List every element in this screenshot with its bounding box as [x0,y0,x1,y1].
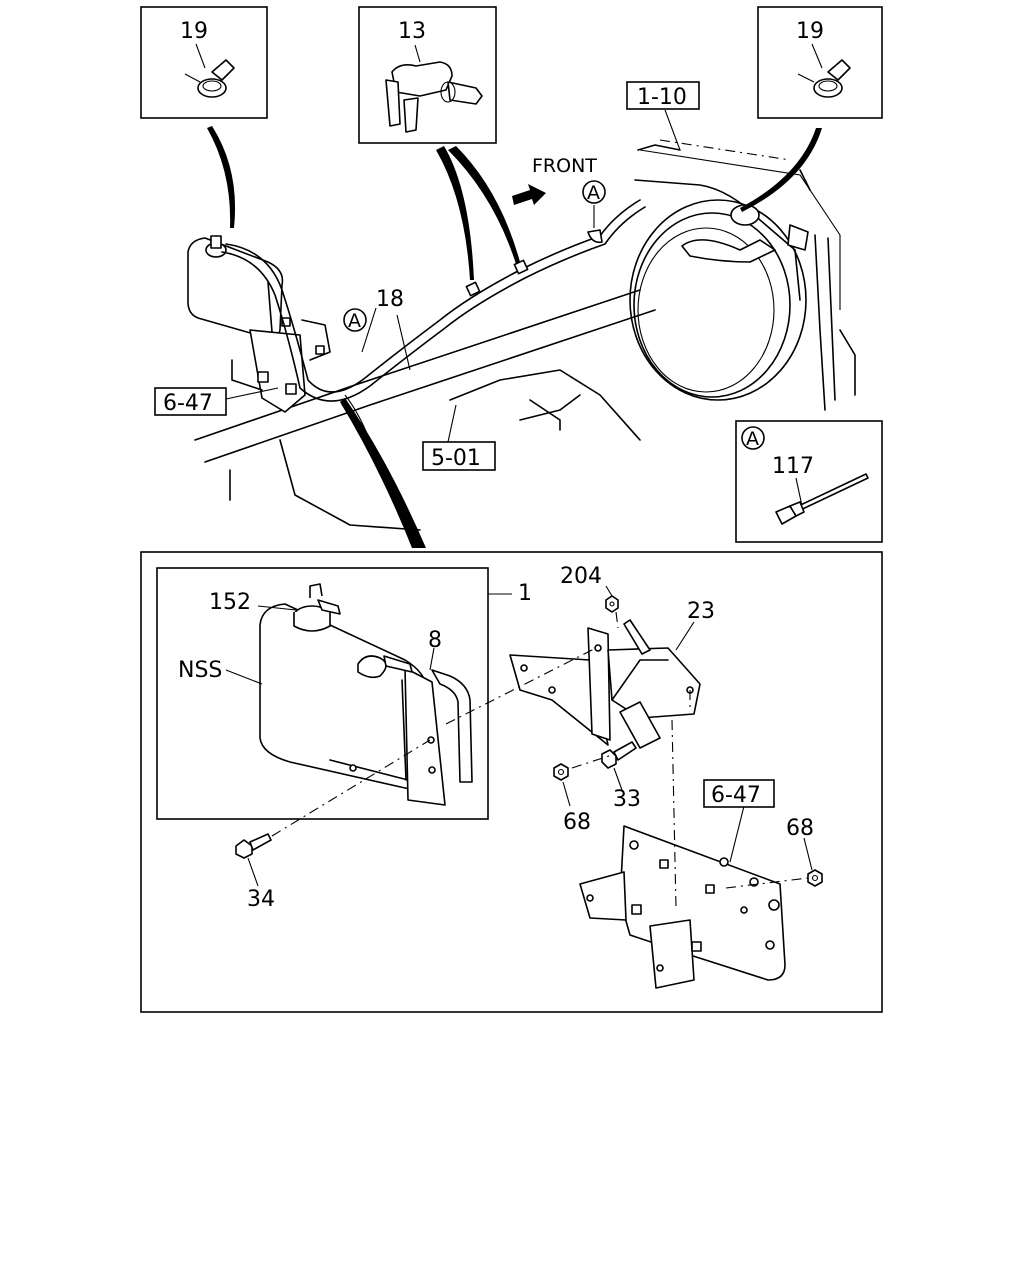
callout-152: 152 [209,590,251,615]
circle-a-left [343,308,367,332]
callout-nss: NSS [178,658,222,683]
circle-a-left-label: A [348,310,361,332]
callout-34: 34 [247,887,275,912]
radiator-shroud [629,139,841,411]
callout-19-right: 19 [796,19,824,44]
callout-8: 8 [428,628,442,653]
ref-6-47-top: 6-47 [163,391,213,416]
callout-204: 204 [560,564,602,589]
inset-clamp-right: 19 [757,6,883,119]
callout-1: 1 [518,581,532,606]
callout-117: 117 [772,454,814,479]
callout-68-left: 68 [563,810,591,835]
detail-leaders [225,585,813,887]
callout-68-right: 68 [786,816,814,841]
ref-box-6-47-bottom [703,779,775,808]
overflow-hose [221,199,646,402]
hose-clamp-icon [184,43,235,98]
bolt-33 [601,741,637,769]
tank-detail [259,583,473,806]
callout-33: 33 [613,787,641,812]
hose-clamp-icon [797,43,851,98]
reservoir-tank-overview [187,235,284,340]
inset-cable-tie: A 117 [735,420,883,543]
inset-clip: 13 [358,6,497,144]
ref-box-6-47-top [154,387,227,416]
callout-18: 18 [376,287,404,312]
hose-clip-icon [385,44,483,133]
nut-204 [605,595,619,613]
ref-6-47-bottom: 6-47 [711,783,761,808]
circle-a-top [582,180,606,204]
nut-68-left [553,763,569,781]
bolt-34 [235,833,272,859]
ref-box-1-10 [626,81,700,110]
circle-a-inset [741,426,765,450]
cable-tie-icon [775,473,869,525]
callout-19-left: 19 [180,19,208,44]
callout-23: 23 [687,599,715,624]
nut-68-right [807,869,823,887]
pointer-wedges [207,126,822,548]
ref-box-5-01 [422,441,496,471]
plate-6-47-detail [579,825,786,989]
circle-a-top-label: A [587,182,600,204]
bracket-23-detail [509,619,701,749]
front-arrow-icon [512,184,546,205]
circle-a-inset-label: A [746,428,759,450]
callout-13: 13 [398,19,426,44]
ref-5-01: 5-01 [431,446,481,471]
inset-clamp-left: 19 [140,6,268,119]
overview-scene: FRONT [187,109,856,548]
assembly-lines [271,611,809,909]
ref-1-10: 1-10 [637,85,687,110]
front-label: FRONT [532,155,597,177]
